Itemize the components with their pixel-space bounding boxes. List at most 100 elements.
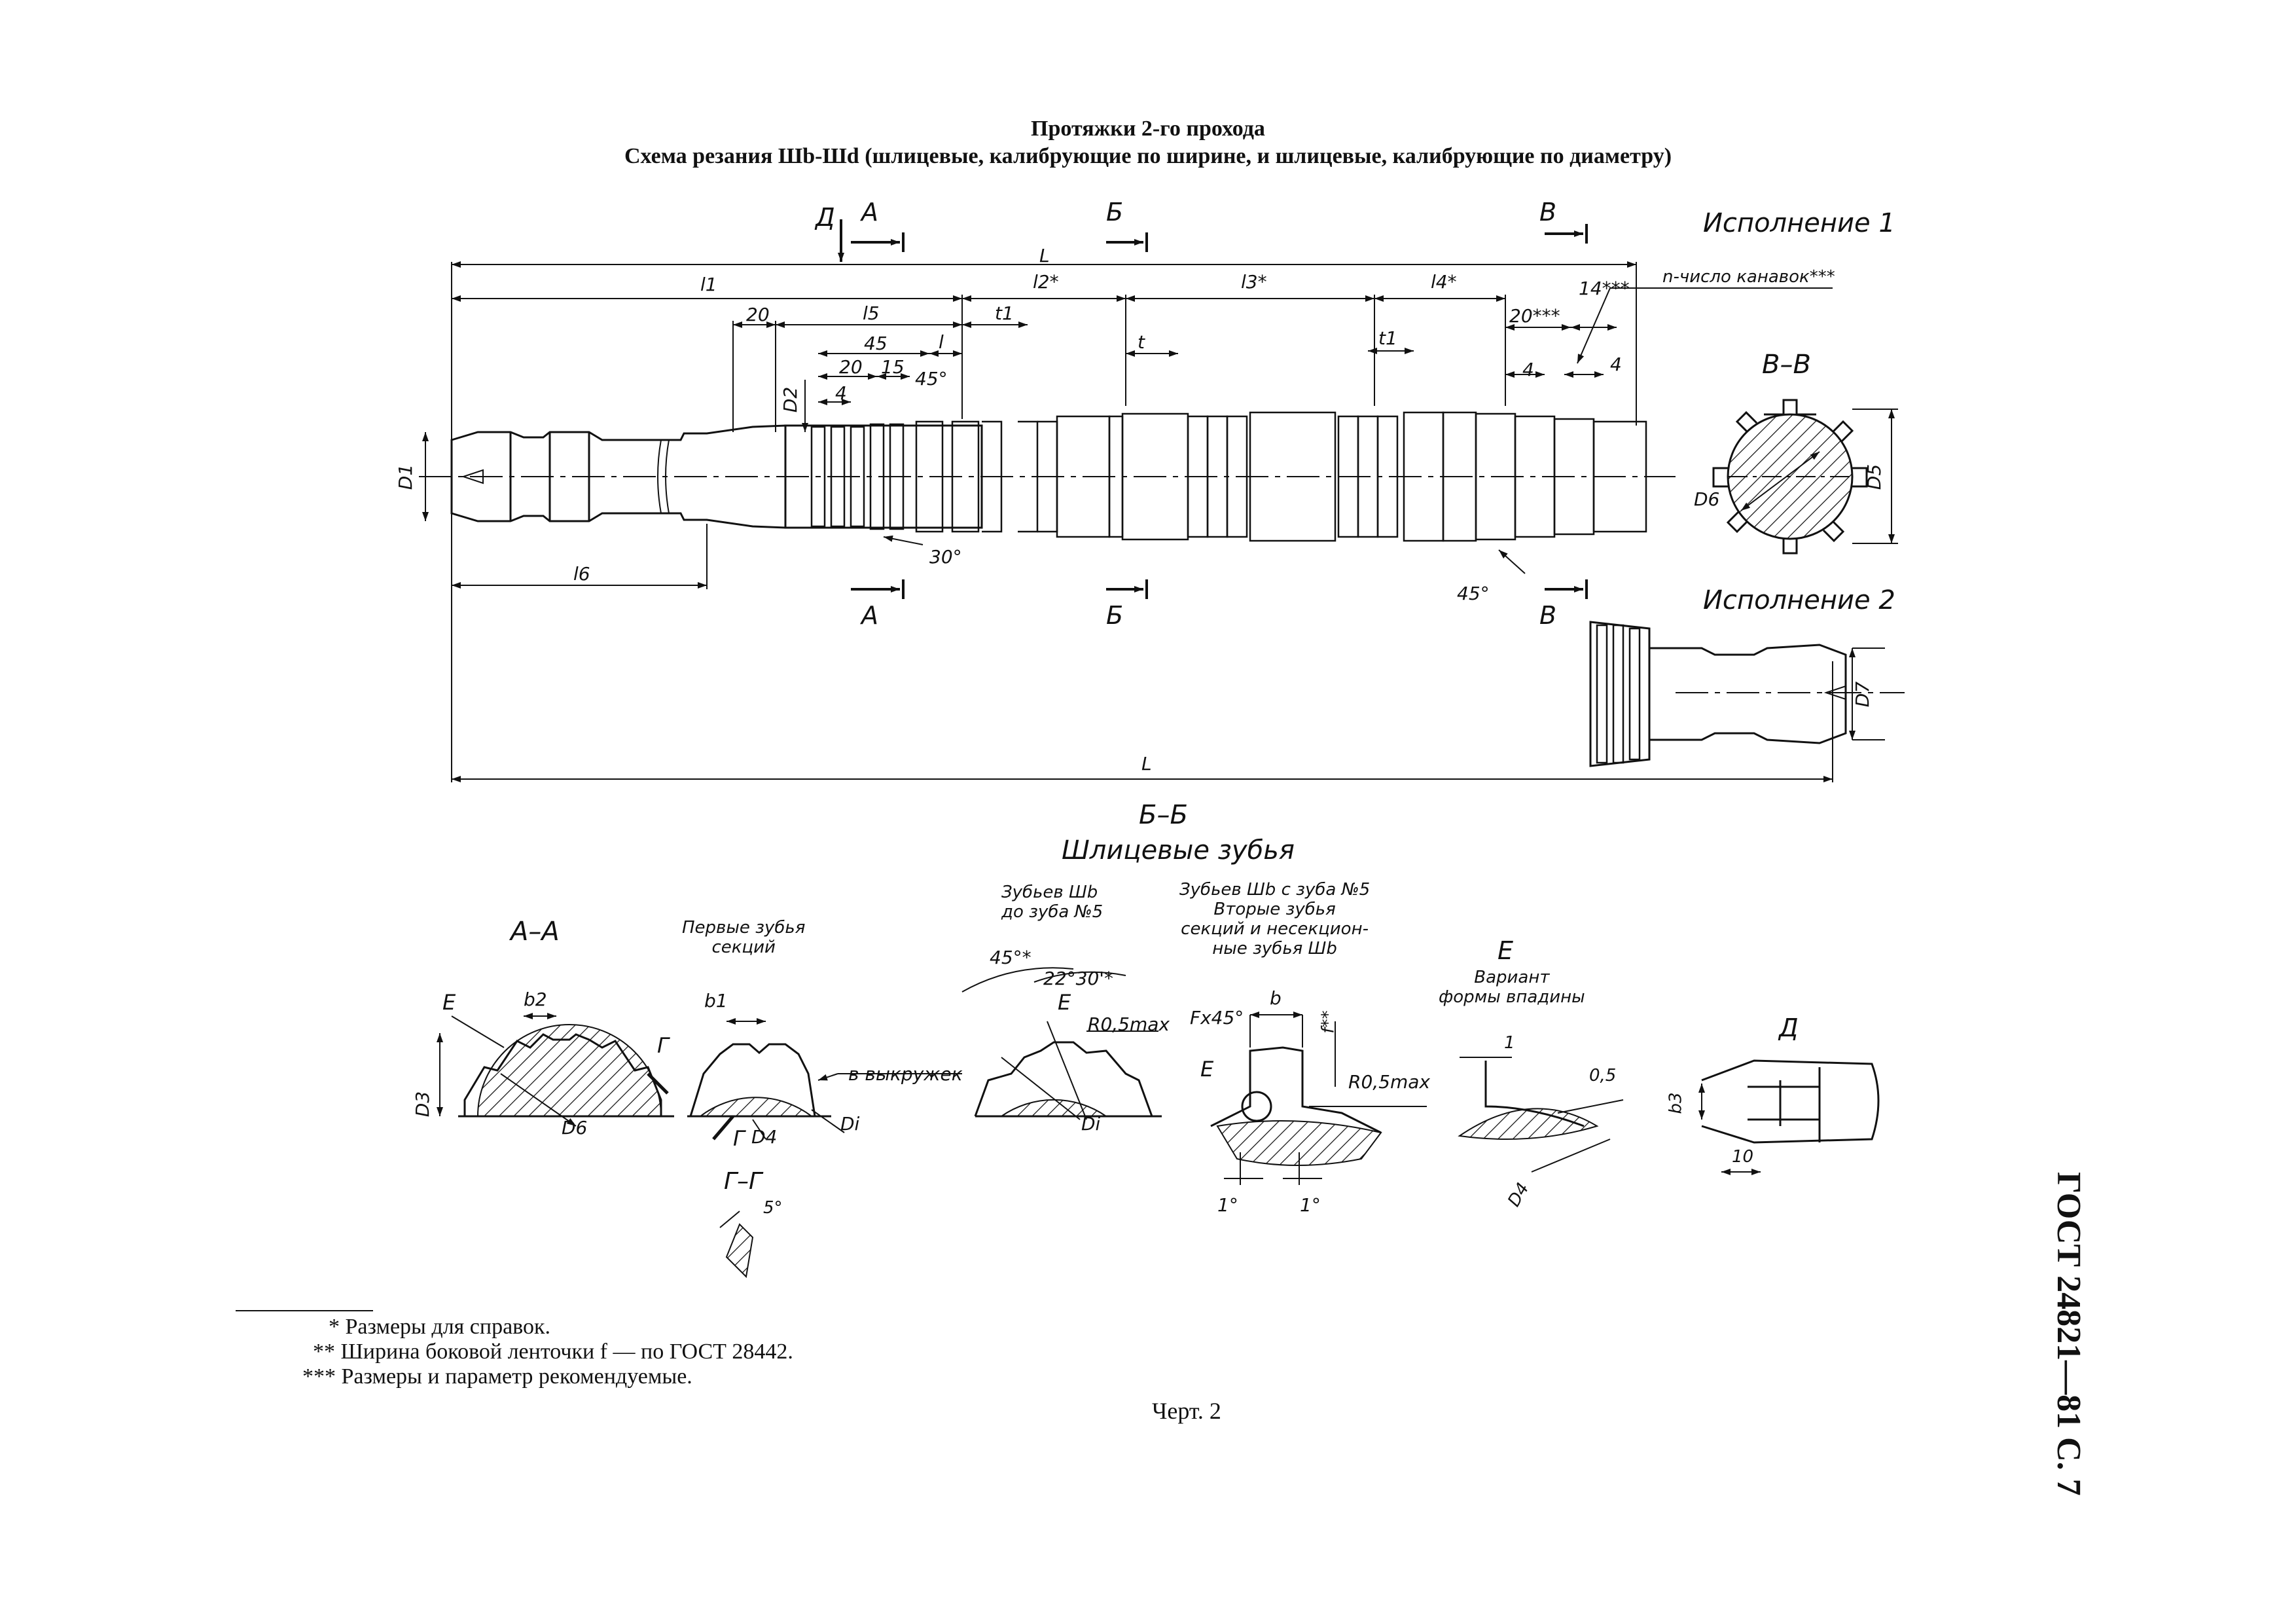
dim-t1: t1: [995, 302, 1014, 324]
dimension-lines: [422, 261, 1895, 782]
d-view-b3: b3: [1666, 1092, 1686, 1114]
mark-b-bottom: Б: [1106, 601, 1124, 630]
dim-20: 20: [746, 304, 770, 325]
footnote-1-text: Размеры для справок.: [345, 1315, 551, 1339]
dim-l3: l3*: [1241, 271, 1267, 293]
shb-from5-b: b: [1270, 987, 1282, 1009]
first-teeth-view: [647, 1018, 962, 1279]
first-teeth-g-bottom: Г: [733, 1126, 745, 1151]
figure-caption: Черт. 2: [1152, 1398, 1221, 1424]
teeth-group-3: [1187, 411, 1647, 542]
section-aa: [437, 1013, 674, 1127]
teeth-group-1: [810, 420, 980, 533]
mark-a-top: А: [861, 198, 878, 227]
first-teeth-b1: b1: [704, 990, 728, 1012]
execution-2-shank: [1589, 621, 1847, 767]
first-teeth-g-d4: D4: [751, 1126, 778, 1148]
shb-from5-a2: 1°: [1300, 1194, 1321, 1216]
footnote-2: ** Ширина боковой ленточки f — по ГОСТ 2…: [313, 1340, 793, 1364]
dim-D7: D7: [1852, 681, 1874, 708]
spline-teeth-title: Шлицевые зубья: [1062, 835, 1295, 866]
dim-l2: l2*: [1033, 271, 1059, 293]
d-view-10: 10: [1732, 1147, 1754, 1167]
dim-l6: l6: [573, 563, 590, 585]
footnote-3-text: Размеры и параметр рекомендуемые.: [341, 1364, 692, 1389]
drawing-subtitle: Схема резания Шb-Шd (шлицевые, калибрующ…: [624, 144, 1672, 168]
dim-20-rec: 20***: [1509, 305, 1560, 327]
footnote-3: *** Размеры и параметр рекомендуемые.: [302, 1364, 692, 1389]
d-view: [1698, 1059, 1880, 1175]
footnote-3-mark: ***: [302, 1364, 336, 1389]
section-gg-title: Г–Г: [724, 1168, 762, 1195]
grooves-note: n-число канавок***: [1662, 267, 1835, 287]
shb-from5-r: R0,5max: [1348, 1071, 1430, 1093]
e-view-title: E: [1498, 936, 1514, 965]
mark-a-bottom: А: [861, 601, 878, 630]
dim-D1: D1: [395, 464, 417, 490]
dim-l: l: [939, 331, 944, 353]
shb-from5-e: E: [1200, 1057, 1214, 1082]
aa-e: E: [442, 990, 456, 1015]
section-vv-title: В–В: [1762, 350, 1811, 380]
detail-views: [437, 967, 1880, 1279]
gg-angle: 5°: [763, 1198, 783, 1218]
variant1-label: Исполнение 1: [1703, 208, 1895, 238]
first-teeth-section: [784, 411, 1647, 542]
dim-l5: l5: [863, 302, 880, 324]
mark-b-top: Б: [1106, 198, 1124, 227]
footnote-1-mark: *: [329, 1315, 340, 1339]
dim-l4: l4*: [1431, 271, 1457, 293]
dim-4-r2: 4: [1610, 354, 1622, 375]
shb-to5-e: E: [1058, 990, 1071, 1015]
shb-to5-di: Di: [1081, 1113, 1101, 1135]
shb-to5-a2: 22°30'*: [1043, 968, 1113, 989]
dim-t1-right: t1: [1378, 327, 1397, 349]
footnote-1: * Размеры для справок.: [329, 1315, 550, 1340]
shb-from5-a1: 1°: [1217, 1194, 1238, 1216]
dim-D2: D2: [780, 386, 802, 413]
dim-14-rec: 14***: [1579, 278, 1630, 299]
section-cut-marks: [838, 219, 1588, 599]
shb-to-5-view: [961, 967, 1162, 1120]
dim-L-bottom: L: [1141, 753, 1152, 775]
first-teeth-note: в выкружек: [848, 1063, 963, 1085]
dim-D6: D6: [1694, 488, 1720, 510]
angle-45b: 45°: [1457, 583, 1490, 604]
dim-4: 4: [835, 382, 847, 404]
section-aa-title: А–А: [511, 917, 560, 947]
dim-4-r1: 4: [1522, 359, 1534, 380]
section-vv-gear: [1712, 399, 1898, 555]
angle-30: 30°: [929, 546, 962, 568]
shb-from5-F: Fx45°: [1190, 1007, 1244, 1029]
e-view-sub: Вариант формы впадины: [1439, 968, 1585, 1007]
e-view: [1458, 1057, 1624, 1173]
dim-20b: 20: [839, 356, 863, 378]
aa-D6: D6: [562, 1117, 588, 1139]
drawing-title: Протяжки 2-го прохода: [1031, 117, 1265, 141]
dim-D5: D5: [1863, 464, 1886, 490]
e-view-05: 0,5: [1589, 1066, 1617, 1085]
mark-v-top: В: [1539, 198, 1557, 227]
shb-to5-r: R0,5max: [1088, 1013, 1170, 1035]
first-teeth-g-top: Г: [657, 1033, 669, 1058]
angle-45: 45°: [915, 368, 948, 390]
dim-l1: l1: [700, 274, 717, 295]
dim-45: 45: [864, 333, 888, 354]
d-view-title: Д: [1779, 1013, 1799, 1042]
dim-t: t: [1138, 331, 1145, 353]
page-label: ГОСТ 24821—81 С. 7: [2050, 1172, 2087, 1496]
first-teeth-title: Первые зубья секций: [682, 918, 806, 957]
variant2-label: Исполнение 2: [1703, 585, 1895, 615]
shb-from5-title: Зубьев Шb с зуба №5 Вторые зубья секций …: [1179, 880, 1371, 958]
shb-from5-f: f**: [1318, 1010, 1338, 1034]
footnote-2-text: Ширина боковой ленточки f — по ГОСТ 2844…: [340, 1340, 793, 1364]
dim-15: 15: [881, 356, 905, 378]
mark-v-bottom: В: [1539, 601, 1557, 630]
shb-to5-title: Зубьев Шb до зуба №5: [1001, 883, 1103, 922]
e-view-1: 1: [1504, 1033, 1515, 1053]
mark-d: Д: [816, 203, 835, 232]
dim-L-top: L: [1039, 245, 1050, 266]
footnote-2-mark: **: [313, 1340, 335, 1364]
teeth-group-2: [982, 412, 1189, 541]
